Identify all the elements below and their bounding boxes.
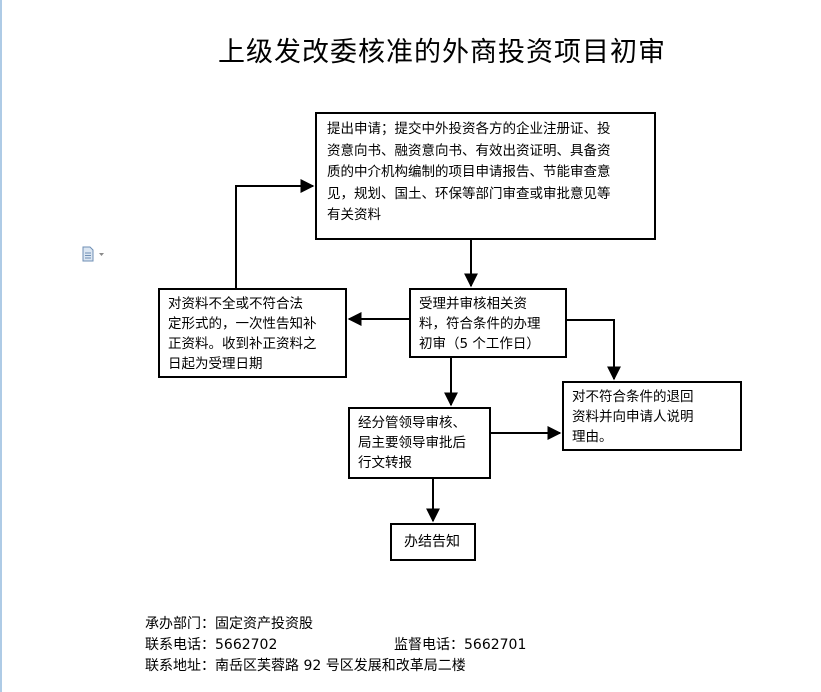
arrow-supplement-to-submit [235,179,315,288]
node-text-line: 理由。 [572,429,613,445]
node-text-line: 见，规划、国土、环保等部门审查或审批意见等 [327,185,611,202]
node-text-line: 正资料。收到补正资料之 [168,336,317,352]
node-accept-review: 受理并审核相关资 料，符合条件的办理 初审（5 个工作日） [409,288,567,358]
node-reject-return: 对不符合条件的退回 资料并向申请人说明 理由。 [562,381,742,451]
node-text-line: 行文转报 [358,455,412,471]
node-completion-notice: 办结告知 [390,523,476,561]
node-text-line: 提出申请；提交中外投资各方的企业注册证、投 [327,121,611,137]
node-text-line: 办结告知 [404,534,460,550]
arrow-accept-to-reject [567,319,621,381]
node-text-line: 经分管领导审核、 [358,415,466,431]
footer-contact-phone: 联系电话：5662702 [145,637,278,653]
node-text-line: 对不符合条件的退回 [572,389,694,405]
footer-department: 承办部门：固定资产投资股 [145,616,313,632]
node-submit-application: 提出申请；提交中外投资各方的企业注册证、投 资意向书、融资意向书、有效出资证明、… [315,112,656,240]
document-icon[interactable] [82,246,108,262]
node-text-line: 有关资料 [327,207,381,223]
node-text-line: 质的中介机构编制的项目申请报告、节能审查意 [327,164,611,180]
node-text-line: 对资料不全或不符合法 [168,296,303,312]
node-supplement-materials: 对资料不全或不符合法 定形式的，一次性告知补 正资料。收到补正资料之 日起为受理… [158,288,347,378]
node-leader-approval: 经分管领导审核、 局主要领导审批后 行文转报 [348,407,491,479]
node-text-line: 局主要领导审批后 [358,435,466,451]
node-text-line: 受理并审核相关资 [419,296,527,312]
node-text-line: 料，符合条件的办理 [419,316,541,332]
node-text-line: 初审（5 个工作日） [419,336,540,352]
node-text-line: 定形式的，一次性告知补 [168,316,317,332]
node-text-line: 资料并向申请人说明 [572,409,694,425]
page-title: 上级发改委核准的外商投资项目初审 [218,37,666,68]
node-text-line: 日起为受理日期 [168,356,263,372]
footer-supervise-phone: 监督电话：5662701 [394,637,527,653]
footer-address: 联系地址：南岳区芙蓉路 92 号区发展和改革局二楼 [145,658,466,674]
node-text-line: 资意向书、融资意向书、有效出资证明、具备资 [327,142,611,159]
page-left-rule [0,0,2,692]
